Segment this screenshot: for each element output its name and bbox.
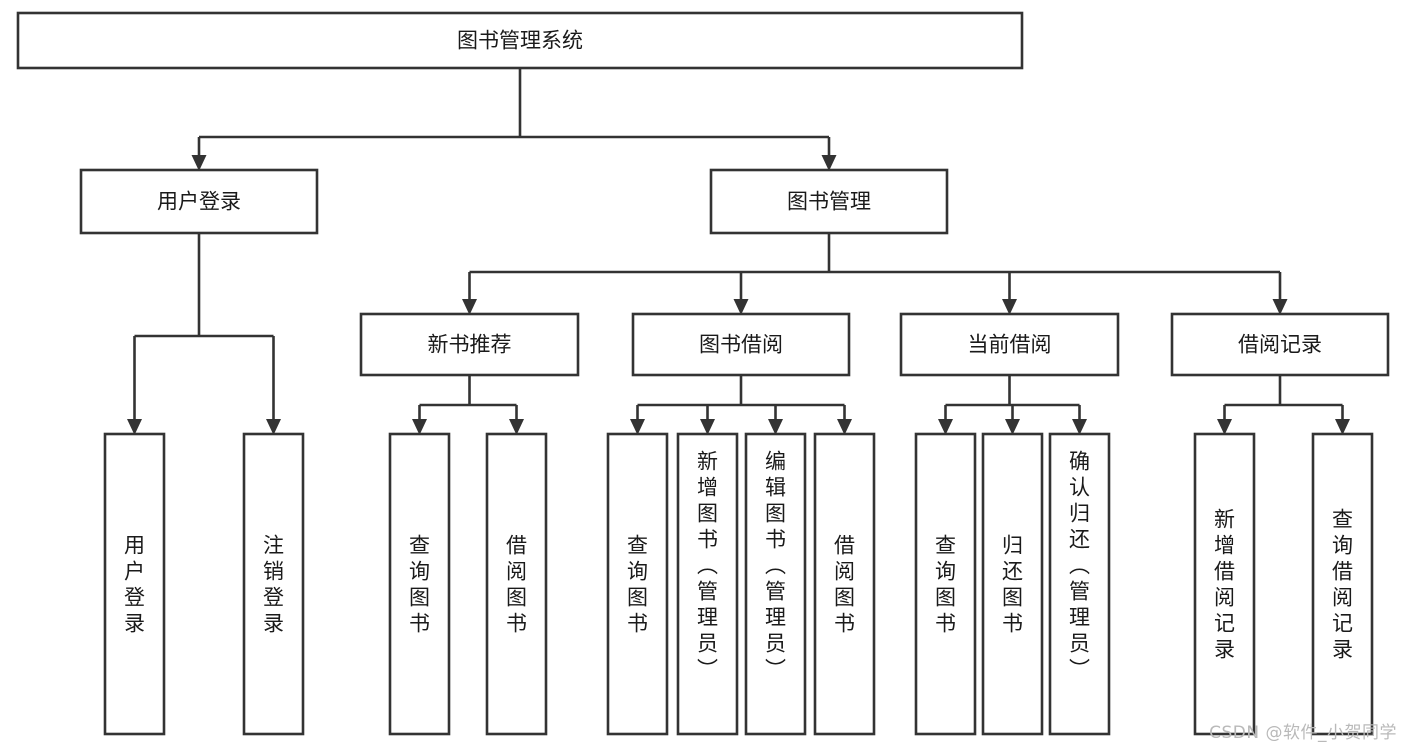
- connector-group-user-login: [127, 233, 281, 435]
- arrow-head-icon: [1272, 299, 1288, 315]
- node-layer: 图书管理系统用户登录图书管理新书推荐图书借阅当前借阅借阅记录用户登录注销登录查询…: [16, 11, 1390, 736]
- node-label: 新书推荐: [428, 333, 512, 357]
- node-label: 借阅图书: [506, 533, 527, 635]
- connector-group-current-borrow: [938, 375, 1087, 435]
- node-label: 查询图书: [409, 533, 430, 635]
- node-leaf-borrow-book[interactable]: 借阅图书: [813, 432, 876, 736]
- node-label: 确认归还︵管理员︶: [1069, 449, 1090, 681]
- node-box[interactable]: [359, 312, 580, 377]
- node-label: 图书借阅: [699, 333, 783, 357]
- node-new-book-recommend[interactable]: 新书推荐: [359, 312, 580, 377]
- arrow-head-icon: [1002, 299, 1017, 315]
- arrow-head-icon: [266, 419, 281, 435]
- arrow-head-icon: [462, 299, 477, 315]
- arrow-head-icon: [127, 419, 142, 435]
- node-box[interactable]: [1193, 432, 1256, 736]
- node-label: 编辑图书︵管理员︶: [765, 449, 786, 681]
- node-label: 新增图书︵管理员︶: [697, 449, 718, 681]
- node-leaf-query-book-current[interactable]: 查询图书: [914, 432, 977, 736]
- node-box[interactable]: [388, 432, 451, 736]
- node-leaf-edit-book-admin[interactable]: 编辑图书︵管理员︶: [744, 432, 807, 736]
- connector-group-new-book-recommend: [412, 375, 524, 435]
- node-user-login[interactable]: 用户登录: [79, 168, 319, 235]
- node-label: 借阅记录: [1238, 333, 1322, 357]
- arrow-head-icon: [191, 155, 207, 171]
- node-box[interactable]: [1170, 312, 1390, 377]
- node-box[interactable]: [899, 312, 1120, 377]
- node-label: 用户登录: [157, 190, 241, 214]
- node-box[interactable]: [79, 168, 319, 235]
- node-label: 当前借阅: [968, 333, 1052, 357]
- node-box[interactable]: [631, 312, 851, 377]
- node-box[interactable]: [606, 432, 669, 736]
- arrow-head-icon: [1217, 419, 1232, 435]
- watermark-label: CSDN @软件_小贺同学: [1209, 723, 1397, 743]
- node-label: 查询图书: [627, 533, 648, 635]
- arrow-head-icon: [412, 419, 427, 435]
- connector-group-root: [191, 68, 837, 171]
- connector-group-borrow-record: [1217, 375, 1350, 435]
- arrow-head-icon: [700, 419, 715, 435]
- arrow-head-icon: [1005, 419, 1020, 435]
- node-book-borrow[interactable]: 图书借阅: [631, 312, 851, 377]
- connector-group-book-borrow: [630, 375, 852, 435]
- arrow-head-icon: [630, 419, 645, 435]
- node-leaf-return-book[interactable]: 归还图书: [981, 432, 1044, 736]
- node-box[interactable]: [744, 432, 807, 736]
- node-leaf-add-borrow-record[interactable]: 新增借阅记录: [1193, 432, 1256, 736]
- arrow-head-icon: [509, 419, 524, 435]
- node-box[interactable]: [485, 432, 548, 736]
- node-book-manage[interactable]: 图书管理: [709, 168, 949, 235]
- node-box[interactable]: [709, 168, 949, 235]
- arrow-head-icon: [938, 419, 953, 435]
- node-box[interactable]: [242, 432, 305, 736]
- node-label: 查询图书: [935, 533, 956, 635]
- node-borrow-record[interactable]: 借阅记录: [1170, 312, 1390, 377]
- node-leaf-add-book-admin[interactable]: 新增图书︵管理员︶: [676, 432, 739, 736]
- node-label: 归还图书: [1002, 533, 1023, 635]
- arrow-head-icon: [1335, 419, 1350, 435]
- node-label: 注销登录: [263, 533, 284, 635]
- node-current-borrow[interactable]: 当前借阅: [899, 312, 1120, 377]
- node-box[interactable]: [981, 432, 1044, 736]
- node-leaf-user-login[interactable]: 用户登录: [103, 432, 166, 736]
- arrow-head-icon: [837, 419, 852, 435]
- arrow-head-icon: [768, 419, 783, 435]
- node-box[interactable]: [676, 432, 739, 736]
- node-leaf-logout[interactable]: 注销登录: [242, 432, 305, 736]
- arrow-head-icon: [821, 155, 837, 171]
- node-label: 查询借阅记录: [1332, 507, 1353, 661]
- node-root[interactable]: 图书管理系统: [16, 11, 1024, 70]
- connector-group-book-manage: [462, 233, 1288, 315]
- node-leaf-borrow-book-rec[interactable]: 借阅图书: [485, 432, 548, 736]
- node-box[interactable]: [813, 432, 876, 736]
- node-box[interactable]: [1048, 432, 1111, 736]
- node-box[interactable]: [1311, 432, 1374, 736]
- node-label: 新增借阅记录: [1214, 507, 1235, 661]
- node-leaf-query-book-rec[interactable]: 查询图书: [388, 432, 451, 736]
- node-box[interactable]: [914, 432, 977, 736]
- node-leaf-confirm-return-admin[interactable]: 确认归还︵管理员︶: [1048, 432, 1111, 736]
- node-label: 用户登录: [124, 533, 145, 635]
- arrow-head-icon: [733, 299, 749, 315]
- node-label: 借阅图书: [834, 533, 855, 635]
- arrow-head-icon: [1072, 419, 1087, 435]
- node-box[interactable]: [16, 11, 1024, 70]
- connector-layer: [127, 68, 1350, 435]
- node-label: 图书管理系统: [457, 29, 583, 53]
- node-box[interactable]: [103, 432, 166, 736]
- node-leaf-query-borrow-record[interactable]: 查询借阅记录: [1311, 432, 1374, 736]
- node-leaf-query-book-borrow[interactable]: 查询图书: [606, 432, 669, 736]
- node-label: 图书管理: [787, 190, 871, 214]
